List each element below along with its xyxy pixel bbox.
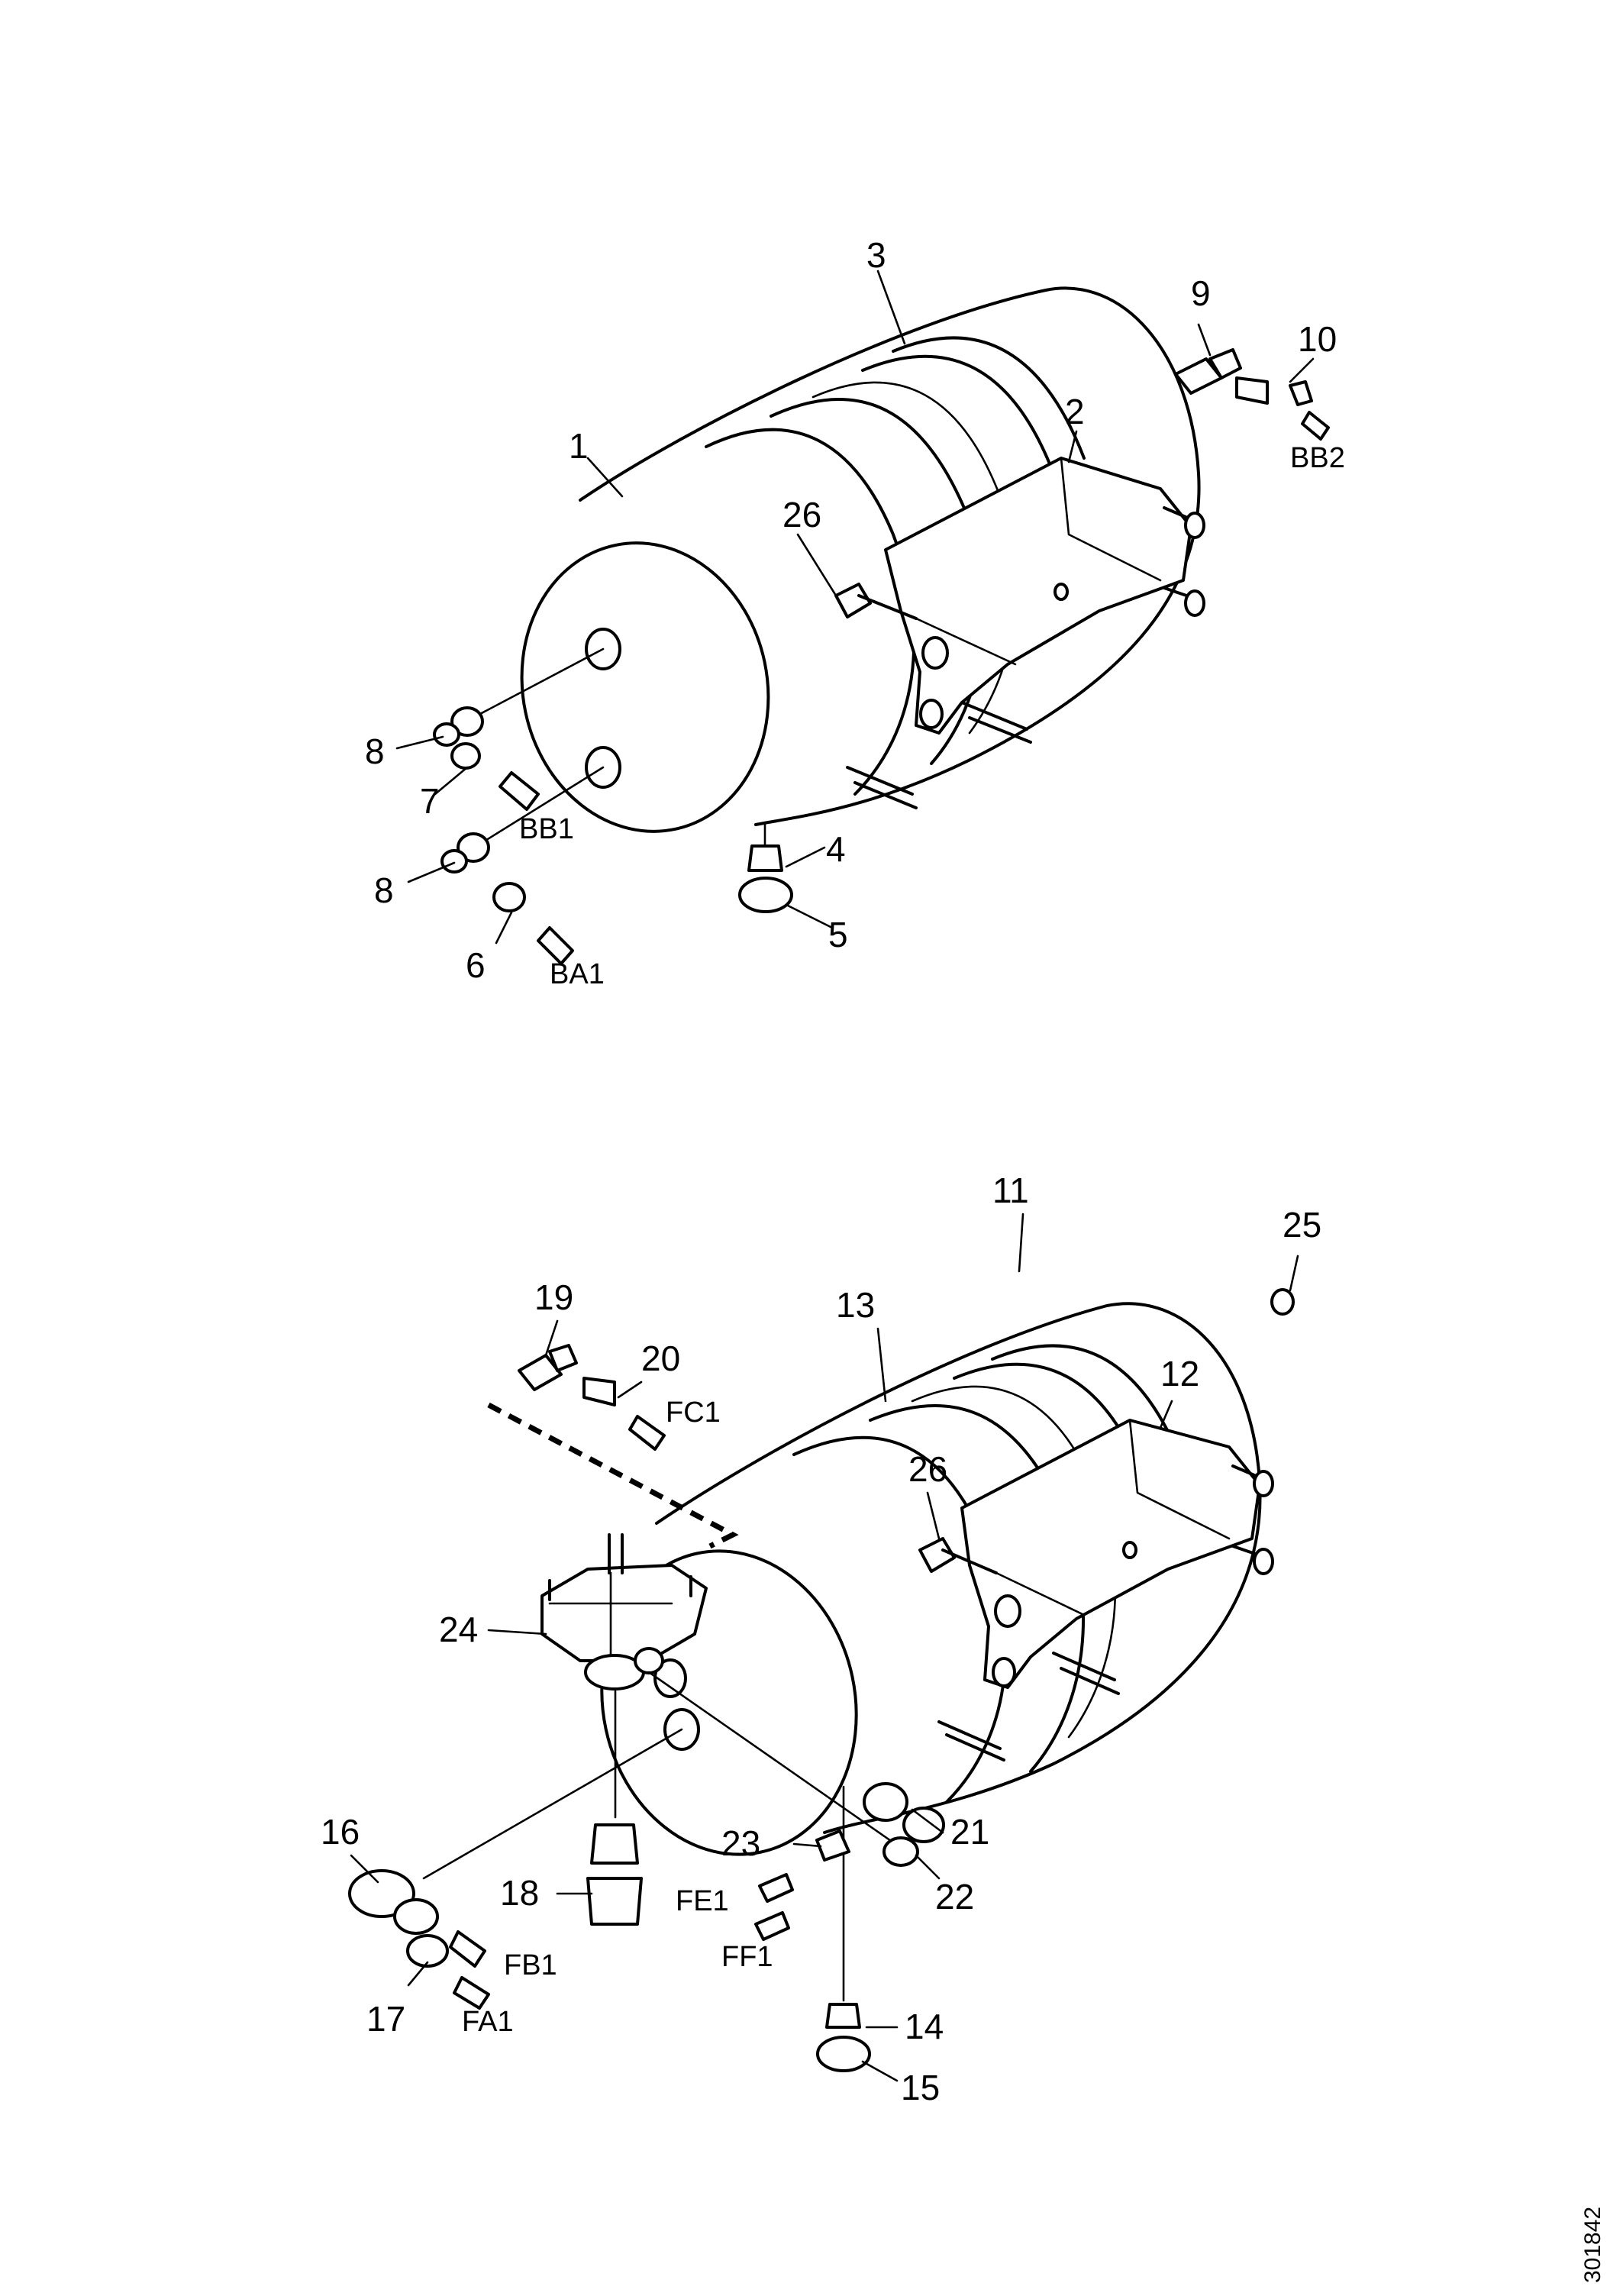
callout-5: 5	[828, 915, 848, 954]
upper-air-tank-assembly	[395, 270, 1330, 965]
callout-14: 14	[905, 2007, 944, 2046]
callout-16: 16	[321, 1812, 360, 1852]
lower-upper-fittings	[518, 1344, 666, 1451]
callout-8-bottom: 8	[374, 870, 394, 910]
callout-8-top: 8	[365, 731, 385, 771]
code-fb1: FB1	[504, 1949, 557, 1981]
callout-12: 12	[1160, 1354, 1199, 1393]
callout-23: 23	[721, 1823, 760, 1863]
upper-labels: 1 2 3 4 5 6 7 8 8 9 10 26 BB1 BA1 BB2	[365, 235, 1345, 990]
lower-air-tank-assembly	[348, 1213, 1299, 2082]
code-fa1: FA1	[462, 2006, 514, 2038]
bolt-26-lower	[918, 1537, 1086, 1616]
callout-26-upper: 26	[782, 495, 821, 534]
callout-6: 6	[466, 945, 486, 985]
callout-25: 25	[1283, 1205, 1321, 1245]
callout-21: 21	[950, 1812, 989, 1852]
callout-18: 18	[500, 1873, 539, 1913]
callout-15: 15	[901, 2068, 940, 2107]
lower-labels: 11 12 13 14 15 16 17 18 19 20 21 22 23 2…	[321, 1171, 1321, 2107]
code-fe1: FE1	[676, 1885, 729, 1917]
callout-19: 19	[534, 1277, 573, 1317]
callout-2: 2	[1065, 392, 1085, 431]
tank-bracket-12	[960, 1419, 1274, 1689]
upper-rear-fittings	[1174, 348, 1330, 441]
callout-13: 13	[836, 1285, 875, 1325]
lower-right-fittings	[754, 1782, 945, 2002]
upper-leader-lines	[395, 270, 1315, 945]
code-bb2: BB2	[1290, 442, 1345, 474]
callout-3: 3	[866, 235, 886, 275]
callout-24: 24	[439, 1610, 478, 1649]
callout-17: 17	[366, 1999, 405, 2039]
callout-7: 7	[420, 781, 440, 821]
code-ff1: FF1	[721, 1941, 773, 1973]
document-number: 301842	[1580, 2207, 1605, 2283]
callout-26-lower: 26	[908, 1449, 947, 1489]
drain-valve-14-ring-15	[816, 2003, 871, 2072]
code-bb1: BB1	[519, 813, 574, 845]
dashed-connection	[487, 1402, 739, 1549]
callout-4: 4	[826, 829, 846, 869]
callout-22: 22	[935, 1877, 974, 1917]
callout-10: 10	[1298, 319, 1337, 359]
callout-9: 9	[1191, 273, 1211, 313]
lower-leader-lines	[350, 1213, 1299, 2082]
code-ba1: BA1	[550, 958, 605, 990]
bolt-26-upper	[834, 583, 1017, 666]
tank-bracket-2	[884, 457, 1205, 735]
callout-11: 11	[992, 1171, 1029, 1210]
drain-valve-4-ring-5	[738, 823, 793, 913]
upper-front-fittings	[433, 647, 605, 965]
callout-1: 1	[569, 426, 589, 466]
code-fc1: FC1	[666, 1397, 721, 1429]
valve-24	[540, 1533, 708, 1691]
callout-20: 20	[641, 1339, 680, 1378]
lower-front-fittings	[348, 1671, 902, 2010]
